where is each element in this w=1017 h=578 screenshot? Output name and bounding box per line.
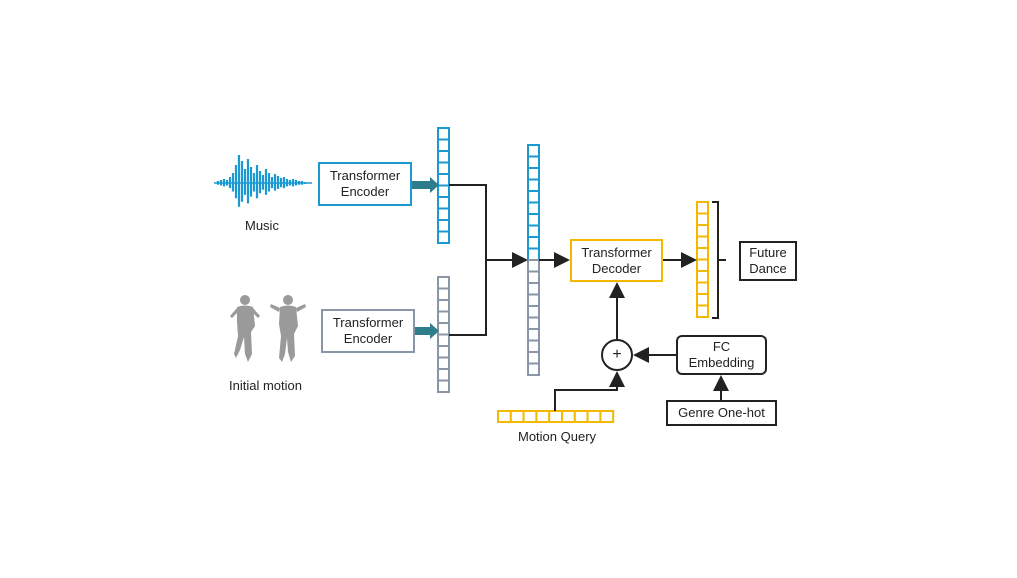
concatenated-tokens-cell [527,167,540,181]
concatenated-tokens-cell [527,305,540,319]
output-tokens-cell [696,281,709,295]
motion-feature-tokens-cell [437,379,450,393]
output-bracket [712,201,719,319]
motion-query-cell [535,410,551,423]
music-feature-tokens [437,127,450,244]
music-encoder-line2: Encoder [340,184,390,199]
concatenated-tokens-cell [527,351,540,365]
concatenated-tokens-cell [527,282,540,296]
motion-feature-tokens-cell [437,310,450,324]
motion-feature-tokens-cell [437,368,450,382]
merge-connector [449,184,487,336]
output-tokens-cell [696,224,709,238]
concatenated-tokens-cell [527,339,540,353]
motion-query-cell [509,410,525,423]
motion-feature-tokens-cell [437,299,450,313]
output-tokens-cell [696,293,709,307]
music-encoder-line1: Transformer [329,168,401,183]
concatenated-tokens-cell [527,178,540,192]
concatenated-tokens-cell [527,316,540,330]
concatenated-tokens-cell [527,190,540,204]
future-dance-line2: Dance [749,261,787,276]
concatenated-tokens-cell [527,224,540,238]
concatenated-tokens-cell [527,213,540,227]
audio-waveform-icon [214,155,312,207]
plus-symbol: + [612,346,622,363]
plus-operator: + [601,339,633,371]
output-tokens-cell [696,247,709,261]
concatenated-tokens-cell [527,155,540,169]
motion-query-label: Motion Query [518,429,597,444]
motion-feature-tokens-cell [437,345,450,359]
concatenated-tokens [527,144,540,376]
motion-feature-tokens-cell [437,276,450,290]
music-feature-tokens-cell [437,207,450,221]
concatenated-tokens-cell [527,328,540,342]
output-tokens-cell [696,212,709,226]
motion-query-cell [573,410,589,423]
motion-query-cell [561,410,576,423]
concatenated-tokens-cell [527,247,540,261]
concatenated-tokens-cell [527,293,540,307]
genre-one-hot-label: Genre One-hot [678,405,765,420]
future-dance-line1: Future [749,245,787,260]
concatenated-tokens-cell [527,236,540,250]
motion-query-cell [497,410,512,423]
music-label: Music [245,218,279,233]
initial-motion-label: Initial motion [229,378,302,393]
genre-one-hot-box: Genre One-hot [666,400,777,426]
motion-query-arrow [554,371,625,411]
motion-query-cell [522,410,538,423]
motion-feature-tokens-cell [437,356,450,370]
music-feature-tokens-cell [437,184,450,198]
motion-feature-tokens-cell [437,333,450,347]
concatenated-tokens-cell [527,201,540,215]
music-feature-tokens-cell [437,127,450,141]
motion-feature-tokens-cell [437,322,450,336]
motion-query-cell [548,410,564,423]
music-encoder-arrow [412,177,439,193]
music-feature-tokens-cell [437,138,450,152]
music-feature-tokens-cell [437,196,450,210]
fc-embedding-line1: FC [712,339,731,354]
music-feature-tokens-cell [437,173,450,187]
motion-encoder-line2: Encoder [343,331,393,346]
motion-feature-tokens-cell [437,287,450,301]
output-tokens-cell [696,270,709,284]
motion-feature-tokens [437,276,450,393]
motion-query-tokens [497,410,615,423]
concatenated-tokens-cell [527,144,540,158]
motion-query-cell [586,410,602,423]
motion-query-cell [599,410,615,423]
output-tokens-cell [696,304,709,318]
motion-encoder-arrow [415,323,439,339]
output-tokens-cell [696,201,709,215]
music-feature-tokens-cell [437,150,450,164]
music-feature-tokens-cell [437,161,450,175]
output-tokens-cell [696,235,709,249]
human-pose-figure-icon [230,295,306,362]
fc-embedding-line2: Embedding [688,355,755,370]
decoder-line2: Decoder [591,260,642,276]
output-tokens [696,201,709,318]
waveform-strokes [216,155,307,207]
concatenated-tokens-cell [527,362,540,376]
output-tokens-cell [696,258,709,272]
music-feature-tokens-cell [437,219,450,233]
motion-encoder-line1: Transformer [332,315,404,330]
decoder-line1: Transformer [581,244,652,260]
concatenated-tokens-cell [527,270,540,284]
concatenated-tokens-cell [527,259,540,273]
music-feature-tokens-cell [437,230,450,244]
